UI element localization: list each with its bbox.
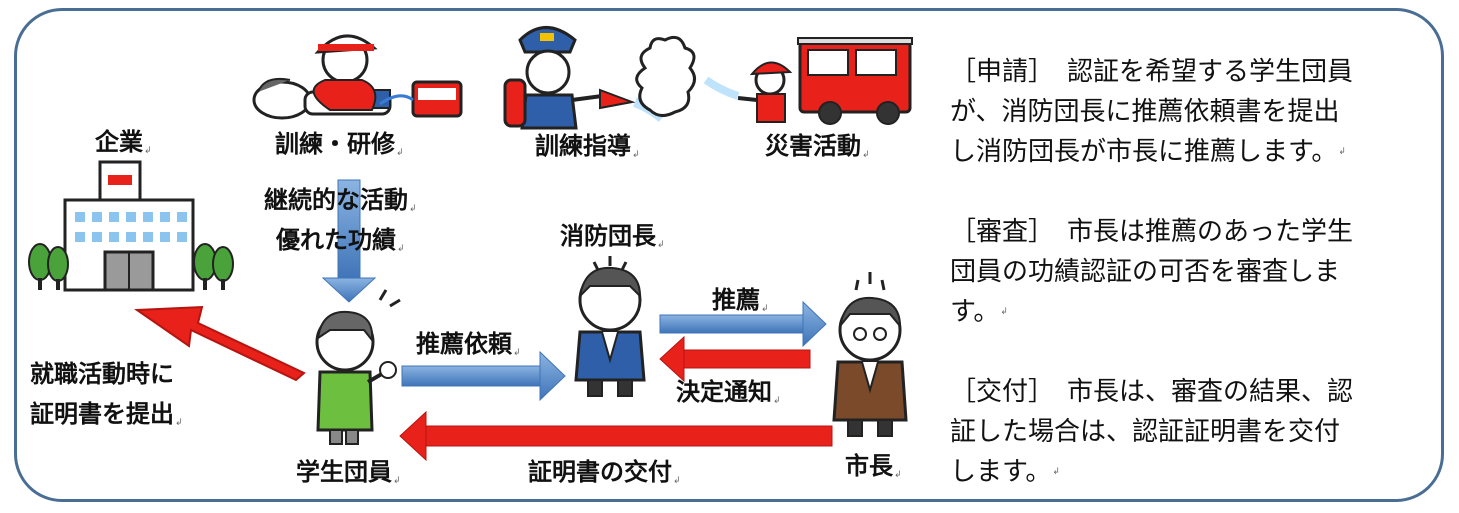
decision-arrow	[659, 335, 811, 383]
company-label: 企業↲	[95, 128, 152, 156]
mayor-figure	[832, 272, 908, 437]
guidance-label: 訓練指導↲	[535, 132, 640, 160]
training-label: 訓練・研修↲	[275, 130, 404, 158]
request-arrow	[401, 350, 566, 402]
job-hunting-arrow	[133, 305, 306, 382]
fire-truck-icon	[703, 37, 913, 125]
fire-chief-figure	[574, 256, 646, 397]
review-description: ［審査］ 市長は推薦のあった学生 団員の功績認証の可否を審査しま す。↲	[950, 217, 1354, 327]
recommend-label: 推薦↲	[712, 286, 769, 314]
issuance-description: ［交付］ 市長は、審査の結果、認 証した場合は、認証証明書を交付 します。↲	[950, 377, 1354, 487]
job-hunting-label-1: 就職活動時に	[30, 360, 174, 388]
member-label: 学生団員↲	[296, 458, 401, 486]
decision-label: 決定通知↲	[676, 378, 781, 406]
disaster-label: 災害活動↲	[765, 132, 870, 160]
job-hunting-label-2: 証明書を提出↲	[30, 400, 183, 428]
request-label: 推薦依頼↲	[416, 330, 521, 358]
achievement-label: 優れた功績↲	[276, 226, 405, 254]
student-member-figure	[315, 289, 401, 445]
issue-arrow	[399, 410, 833, 462]
mayor-label: 市長↲	[845, 452, 902, 480]
chief-label: 消防団長↲	[560, 222, 665, 250]
guidance-extinguisher-icon	[503, 26, 696, 130]
down-arrow	[321, 179, 377, 303]
recommend-arrow	[659, 300, 827, 348]
issue-label: 証明書の交付↲	[528, 458, 681, 486]
application-description: ［申請］ 認証を希望する学生団員 が、消防団長に推薦依頼書を提出 し消防団長が市…	[950, 57, 1354, 167]
training-cpr-icon	[252, 34, 463, 120]
continued-activity-label: 継続的な活動↲	[264, 186, 417, 214]
company-building-icon	[28, 160, 234, 292]
aed-label: AED	[419, 89, 445, 102]
